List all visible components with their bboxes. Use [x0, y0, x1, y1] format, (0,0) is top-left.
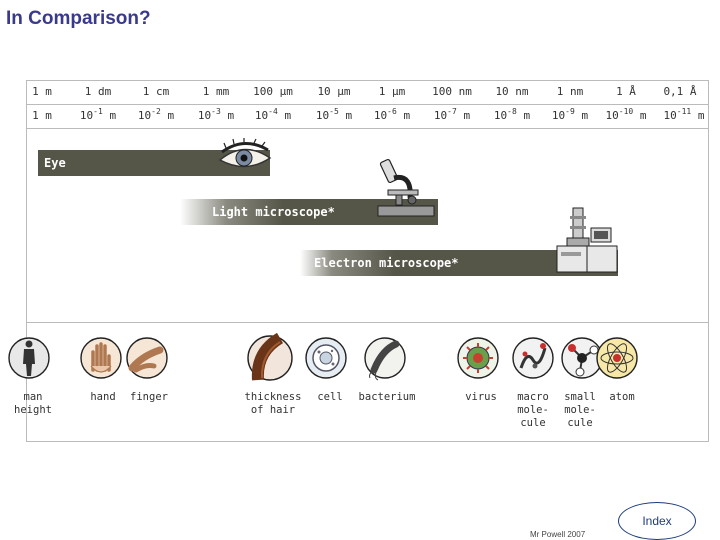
scale-power-label: 10-10 m	[605, 107, 647, 122]
scale-table-frame	[26, 80, 709, 442]
scale-power-label: 10-3 m	[197, 107, 235, 122]
scale-power-unit: m	[338, 109, 353, 122]
scale-power-unit: m	[160, 109, 175, 122]
small-molecule-label: small mole- cule	[564, 391, 596, 429]
eye-icon	[218, 138, 272, 168]
page-title: In Comparison?	[6, 8, 151, 29]
scale-unit-label: 0,1 Å	[663, 85, 697, 98]
scale-power-unit: m	[220, 109, 235, 122]
scale-power-exponent: -10	[618, 107, 634, 116]
scale-power-base: 10	[315, 109, 330, 122]
macro-molecule-label: macro mole- cule	[517, 391, 549, 429]
scale-power-label: 10-2 m	[137, 107, 175, 122]
small-molecule-icon	[561, 337, 603, 379]
hair-icon	[247, 332, 293, 381]
light-microscope-range-label: Light microscope*	[212, 205, 335, 219]
scale-power-exponent: -6	[387, 107, 397, 116]
finger-icon	[126, 337, 168, 379]
scale-power-unit: m	[516, 109, 531, 122]
scale-power-label: 10-9 m	[551, 107, 589, 122]
scale-power-exponent: -11	[676, 107, 692, 116]
scale-power-unit: m	[574, 109, 589, 122]
scale-power-base: 10	[79, 109, 94, 122]
author-credit: Mr Powell 2007	[530, 530, 586, 539]
scale-power-label: 10-6 m	[373, 107, 411, 122]
virus-icon	[457, 337, 499, 379]
scale-power-base: 10	[137, 109, 152, 122]
hair-thickness-label: thickness of hair	[244, 391, 302, 416]
finger-label: finger	[130, 391, 168, 403]
scale-power-label: 1 m	[32, 109, 52, 122]
atom-icon	[596, 337, 638, 379]
scale-power-label: 10-11 m	[663, 107, 705, 122]
scale-power-base: 10	[493, 109, 508, 122]
cell-icon	[305, 337, 347, 379]
eye-range-label: Eye	[44, 156, 66, 170]
man-height-label: man height	[14, 391, 52, 416]
light-microscope-icon	[377, 158, 435, 217]
scale-power-base: 10	[605, 109, 619, 122]
scale-power-exponent: -8	[507, 107, 517, 116]
scale-unit-label: 1 Å	[616, 85, 636, 98]
electron-microscope-icon	[556, 207, 618, 273]
scale-unit-label: 1 cm	[142, 85, 170, 98]
cell-label: cell	[317, 391, 343, 403]
scale-units-row: 1 m 1 dm 1 cm 1 mm 100 µm 10 µm 1 µm 100 nm 10 n…	[26, 81, 709, 105]
scale-power-exponent: -7	[447, 107, 457, 116]
divider	[26, 80, 709, 81]
scale-unit-label: 1 m	[32, 85, 52, 98]
scale-unit-label: 1 µm	[378, 85, 406, 98]
virus-label: virus	[465, 391, 497, 403]
scale-power-exponent: -3	[211, 107, 221, 116]
man-icon	[8, 337, 50, 379]
scale-unit-label: 1 mm	[202, 85, 230, 98]
scale-power-base: 10	[433, 109, 448, 122]
bacterium-label: bacterium	[358, 391, 416, 403]
divider	[26, 128, 709, 129]
electron-microscope-range-label: Electron microscope*	[314, 256, 459, 270]
macro-molecule-icon	[512, 337, 554, 379]
scale-power-base: 10	[551, 109, 566, 122]
scale-power-base: 10	[254, 109, 269, 122]
hand-label: hand	[90, 391, 116, 403]
scale-power-unit: m	[102, 109, 117, 122]
scale-power-unit: m	[456, 109, 471, 122]
scale-power-label: 10-1 m	[79, 107, 117, 122]
divider	[26, 441, 709, 442]
scale-power-base: 10	[197, 109, 212, 122]
atom-label: atom	[609, 391, 635, 403]
scale-power-unit: m	[633, 109, 647, 122]
scale-power-exponent: -1	[93, 107, 103, 116]
divider	[26, 104, 709, 105]
index-button[interactable]: Index	[618, 502, 696, 540]
scale-power-exponent: -4	[268, 107, 278, 116]
scale-power-unit: m	[691, 109, 705, 122]
scale-power-label: 10-7 m	[433, 107, 471, 122]
scale-unit-label: 10 µm	[317, 85, 351, 98]
scale-unit-label: 100 µm	[253, 85, 293, 98]
hand-icon	[80, 337, 122, 379]
scale-unit-label: 10 nm	[495, 85, 529, 98]
divider	[26, 322, 709, 323]
scale-power-label: 10-4 m	[254, 107, 292, 122]
scale-unit-label: 1 dm	[84, 85, 112, 98]
scale-unit-label: 1 nm	[556, 85, 584, 98]
scale-power-exponent: -5	[329, 107, 339, 116]
scale-power-exponent: -9	[565, 107, 575, 116]
scale-power-base: 1 m	[32, 109, 52, 122]
scale-unit-label: 100 nm	[432, 85, 472, 98]
scale-power-base: 10	[373, 109, 388, 122]
bacterium-icon	[364, 337, 406, 381]
scale-power-label: 10-8 m	[493, 107, 531, 122]
scale-power-label: 10-5 m	[315, 107, 353, 122]
scale-power-unit: m	[277, 109, 292, 122]
scale-power-exponent: -2	[151, 107, 161, 116]
scale-power-base: 10	[663, 109, 677, 122]
scale-power-unit: m	[396, 109, 411, 122]
